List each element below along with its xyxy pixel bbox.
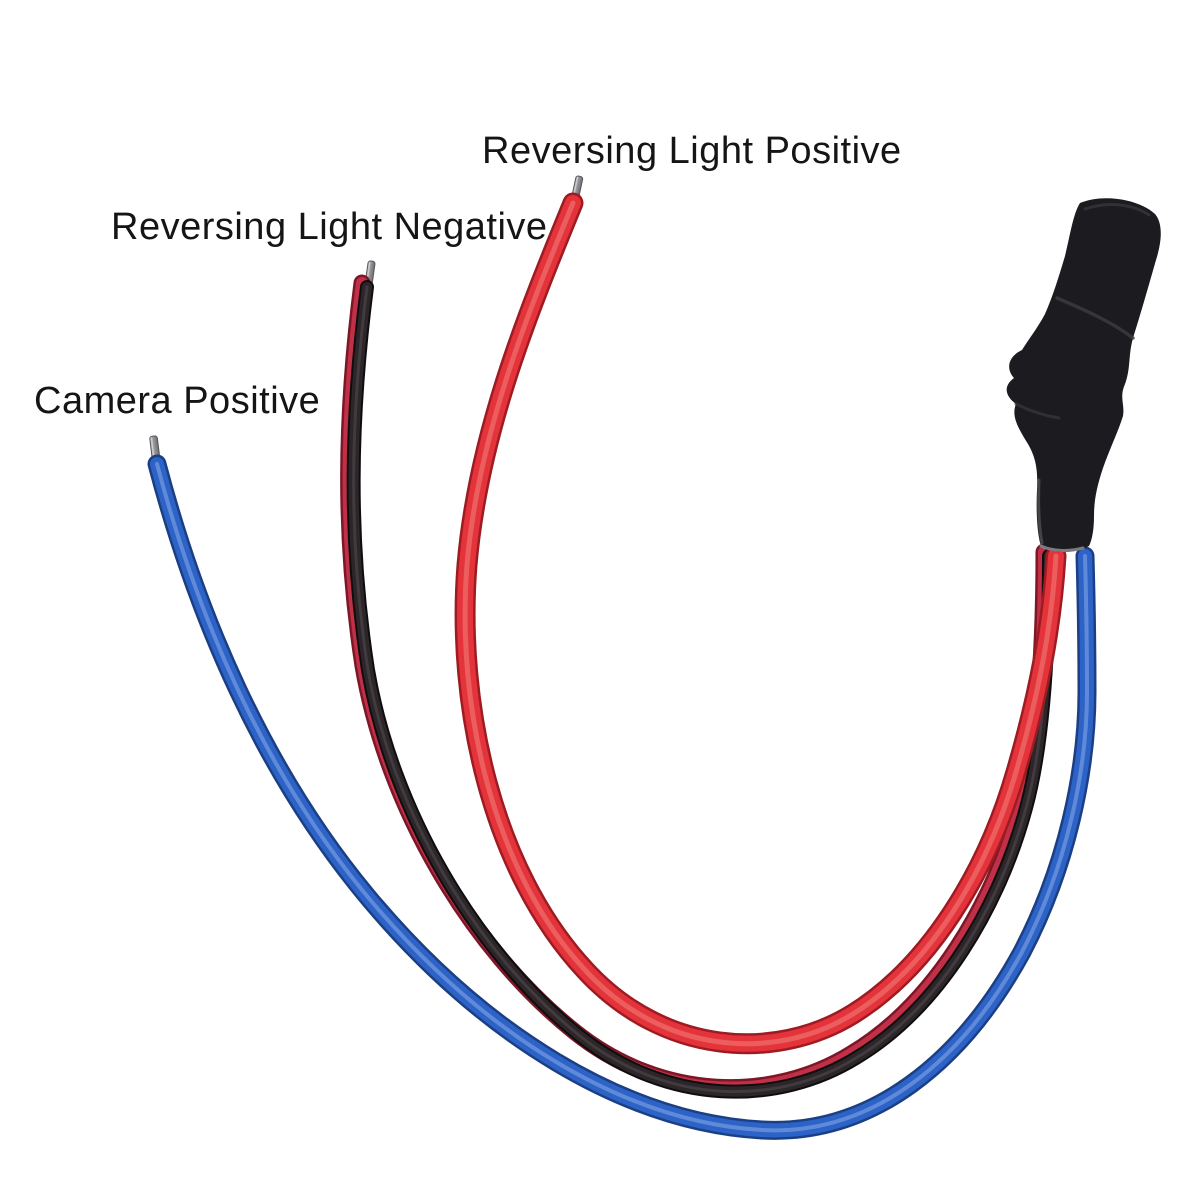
reversing-light-positive-wire: [454, 175, 1067, 1055]
label-reversing-light-negative: Reversing Light Negative: [111, 206, 548, 248]
label-camera-positive: Camera Positive: [34, 380, 321, 422]
heat-shrink-connector-body: [1006, 198, 1161, 553]
label-reversing-light-positive: Reversing Light Positive: [482, 130, 902, 172]
reversing-light-negative-wire-highlight: [352, 285, 1051, 1094]
reversing-light-negative-red-stripe: [340, 274, 1053, 1097]
heat-shrink-connector-tube-highlight: [1037, 478, 1044, 545]
heat-shrink-connector: [1006, 198, 1161, 553]
reversing-light-positive-wire-highlight: [462, 200, 1059, 1047]
reversing-light-negative-wire-body: [348, 282, 1054, 1097]
camera-positive-wire-highlight: [155, 462, 1090, 1133]
heat-shrink-connector-bottom-rim: [1039, 544, 1085, 552]
camera-positive-wire: [147, 435, 1097, 1140]
heat-shrink-connector-crease-left: [1014, 402, 1061, 420]
heat-shrink-connector-top-highlight: [1083, 203, 1151, 217]
heat-shrink-connector-crease-upper: [1055, 296, 1135, 340]
reversing-light-negative-wire: [340, 260, 1056, 1099]
